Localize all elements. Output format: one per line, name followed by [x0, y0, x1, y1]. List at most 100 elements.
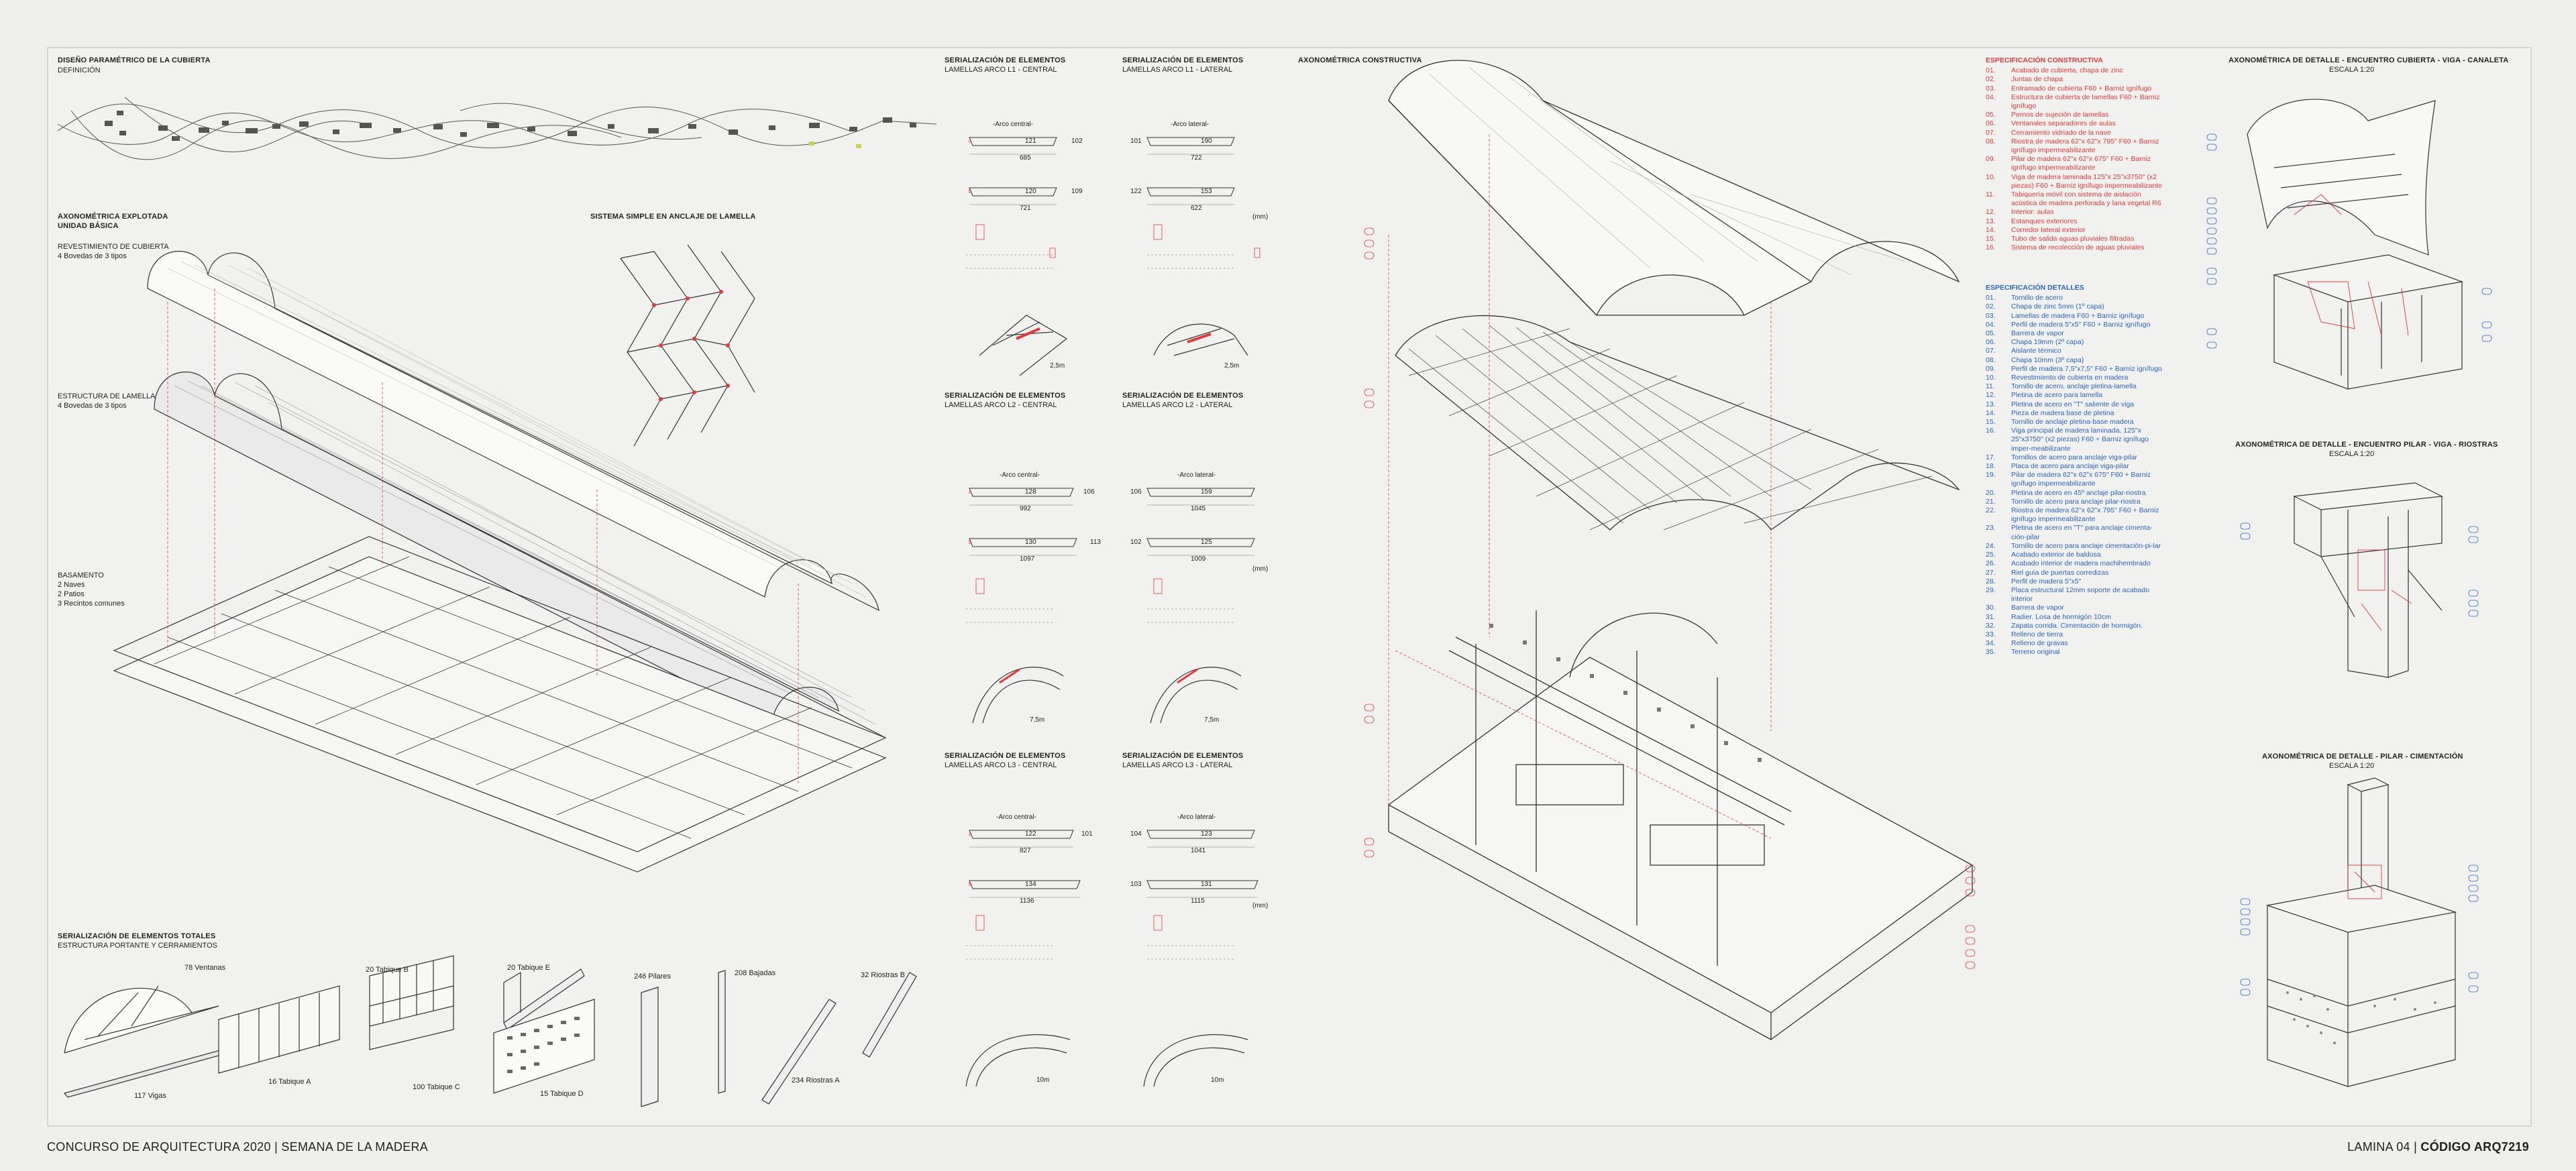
spec-item: 22.Riostra de madera 62"x 62"x 795" F60 …	[1986, 506, 2163, 524]
spec-item-text: Chapa 10mm (3º capa)	[2011, 355, 2084, 364]
l3c-a: 122	[1025, 830, 1036, 838]
l3l-ad: 104	[1130, 830, 1142, 838]
spec-item: 25.Acabado exterior de baldosa	[1986, 551, 2163, 559]
detail-2-title: AXONOMÉTRICA DE DETALLE - ENCUENTRO PILA…	[2235, 441, 2498, 449]
label-a-3: a	[969, 831, 972, 837]
mm-unit-3: (mm)	[1252, 902, 1269, 909]
detail-3-scale: ESCALA 1:20	[2329, 762, 2375, 770]
spec-item-number: 02.	[1986, 75, 1996, 84]
spec-item-number: 04.	[1986, 93, 1996, 101]
spec-item-text: Pletina de acero en 45º anclaje pilar-ri…	[2011, 488, 2146, 497]
spec-item: 02.Chapa de zinc 5mm (1º capa)	[1986, 302, 2163, 311]
spec-item-number: 08.	[1986, 137, 1996, 146]
l2c-aw: 992	[1020, 505, 1031, 512]
spec-item-number: 13.	[1986, 217, 1996, 225]
spec-item-text: Riostra de madera 62"x 62"x 795" F60 + B…	[2011, 137, 2159, 155]
spec-item-text: Viga de madera laminada 125"x 25"x3750" …	[2011, 172, 2162, 190]
spec-item: 06.Chapa 19mm (2º capa)	[1986, 338, 2163, 347]
param-subtitle: DEFINICIÓN	[58, 66, 101, 74]
l1l-span: 2,5m	[1224, 362, 1240, 370]
l1l-a: 190	[1201, 137, 1212, 145]
spec-item-number: 03.	[1986, 311, 1996, 320]
serial-l1c-sub: LAMELLAS ARCO L1 - CENTRAL	[945, 66, 1057, 74]
spec-item-number: 33.	[1986, 630, 1996, 638]
detail-3-drawing	[2240, 777, 2479, 1087]
spec-item-number: 18.	[1986, 462, 1996, 471]
lamella-structure-sub: 4 Bovedas de 3 tipos	[58, 402, 127, 410]
spec-item-text: Tabiquería móvil con sistema de aislació…	[2011, 190, 2161, 208]
serial-l2c-arc: -Arco central-	[1000, 471, 1040, 479]
serial-l2-pieces	[969, 488, 1255, 556]
spec-item: 04.Estructura de cubierta de lamellas F6…	[1986, 93, 2163, 111]
spec-item-text: Tornillo de acero para anclaje cimentaci…	[2011, 541, 2161, 550]
serial-l1-pieces	[969, 137, 1235, 205]
serial-l1l-arc: -Arco lateral-	[1171, 121, 1210, 128]
spec-item: 33.Relleno de tierra	[1986, 630, 2163, 639]
l3c-b: 134	[1025, 881, 1036, 888]
l2c-bd: 113	[1090, 539, 1101, 546]
total-tabique-e: 20 Tabique E	[507, 964, 551, 972]
spec-item: 28. Perfil de madera 5"x5"	[1986, 577, 2163, 586]
spec-item: 10.Viga de madera laminada 125"x 25"x375…	[1986, 173, 2163, 190]
spec-item: 01.Acabado de cubierta, chapa de zinc	[1986, 66, 2163, 75]
spec-item: 14.Corredor lateral exterior	[1986, 226, 2163, 235]
l1l-bw: 622	[1191, 205, 1202, 212]
spec-item: 13.Pletina de acero en "T" saliente de v…	[1986, 400, 2163, 409]
spec-item-number: 02.	[1986, 302, 1996, 311]
l2c-span: 7,5m	[1030, 716, 1045, 724]
spec-item-text: Perfil de madera 5"x5"	[2011, 577, 2082, 586]
spec-item-number: 14.	[1986, 225, 1996, 234]
l3c-bw: 1136	[1020, 897, 1034, 905]
spec-item-number: 31.	[1986, 612, 1996, 621]
spec-item-text: Acabado interior de madera machihembrado	[2011, 559, 2151, 568]
l3c-aw: 827	[1020, 847, 1031, 854]
spec-item: 10.Revestimiento de cubierta en madera	[1986, 374, 2163, 382]
lamella-anchor-system	[620, 244, 755, 447]
spec-item-number: 01.	[1986, 294, 1996, 302]
roof-cladding-sub: 4 Bovedas de 3 tipos	[58, 252, 127, 260]
spec-item-number: 04.	[1986, 320, 1996, 329]
l2c-ad: 106	[1083, 488, 1095, 496]
l3l-a: 123	[1201, 830, 1212, 838]
spec-item: 08. Riostra de madera 62"x 62"x 795" F60 …	[1986, 137, 2163, 155]
spec-item-text: Barrera de vapor	[2011, 329, 2064, 338]
serial-l3l-arc: -Arco lateral-	[1177, 814, 1216, 821]
spec-item-text: Riostra de madera 62"x 62"x 795" F60 + B…	[2011, 506, 2159, 524]
l1l-aw: 722	[1191, 154, 1202, 162]
spec-item-number: 34.	[1986, 639, 1996, 648]
serial-l1l-title: SERIALIZACIÓN DE ELEMENTOS	[1122, 56, 1244, 64]
label-b-2: b	[969, 539, 972, 545]
spec-item-number: 32.	[1986, 621, 1996, 630]
total-riostras-a: 234 Riostras A	[792, 1076, 840, 1084]
exploded-axonometric-drawing	[113, 251, 887, 873]
spec-item-text: Sistema de recolección de aguas pluviale…	[2011, 243, 2145, 252]
spec-item-text: Chapa 19mm (2º capa)	[2011, 338, 2084, 347]
totals-drawings	[63, 955, 917, 1107]
spec-item-number: 27.	[1986, 568, 1996, 577]
spec-item-text: Riel guía de puertas corredizas	[2011, 568, 2109, 577]
spec-item-text: Acabado exterior de baldosa	[2011, 551, 2101, 559]
l3l-b: 131	[1201, 881, 1212, 888]
spec-item: 23.Pletina de acero en "T" para anclaje …	[1986, 524, 2163, 541]
total-pilares: 246 Pilares	[634, 972, 672, 981]
l1c-span: 2,5m	[1050, 362, 1065, 370]
spec-item-number: 13.	[1986, 400, 1996, 408]
spec-item: 26.Acabado interior de madera machihembr…	[1986, 559, 2163, 568]
roof-cladding-label: REVESTIMIENTO DE CUBIERTA	[58, 243, 169, 251]
l1c-ad: 102	[1071, 137, 1083, 145]
mm-unit-2: (mm)	[1252, 565, 1269, 573]
l2l-ad: 106	[1130, 488, 1142, 496]
serial-l1c-title: SERIALIZACIÓN DE ELEMENTOS	[945, 56, 1066, 64]
totals-subtitle: ESTRUCTURA PORTANTE Y CERRAMIENTOS	[58, 942, 217, 950]
spec-item: 32.Zapata corrida. Cimentación de hormig…	[1986, 622, 2163, 630]
serial-l1c-arc: -Arco central-	[993, 121, 1034, 128]
spec-item: 14.Pieza de madera base de pletina	[1986, 409, 2163, 418]
total-tabique-d: 15 Tabique D	[540, 1090, 584, 1098]
spec-item-number: 28.	[1986, 577, 1996, 586]
footer-competition: CONCURSO DE ARQUITECTURA 2020 | SEMANA D…	[47, 1140, 429, 1154]
l3l-bd: 103	[1130, 881, 1142, 888]
l3c-ad: 101	[1081, 830, 1093, 838]
spec-item-text: Pilar de madera 62"x 62"x 675" F60 + Bar…	[2011, 471, 2151, 488]
spec-item-text: Pletina de acero en "T" para anclaje cim…	[2011, 524, 2153, 541]
serial-l2-arcs	[966, 578, 1242, 724]
